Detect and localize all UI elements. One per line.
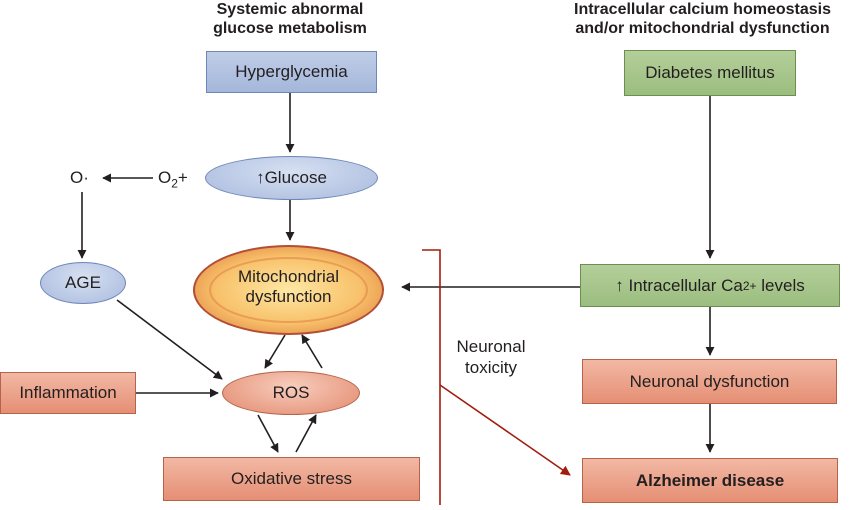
header-left-line1: Systemic abnormal (216, 1, 364, 18)
diabetes-mellitus-node: Diabetes mellitus (624, 50, 796, 96)
calcium-superscript: 2+ (742, 278, 757, 293)
age-node: AGE (40, 262, 126, 304)
inflammation-node: Inflammation (0, 372, 136, 414)
header-right-line2: and/or mitochondrial dysfunction (575, 20, 830, 37)
mitochondrial-dysfunction-node: Mitochondrial dysfunction (193, 245, 384, 335)
glucose-label: Glucose (264, 168, 327, 187)
calcium-prefix: Intracellular Ca (623, 275, 743, 295)
oxygen-plus: + (177, 168, 188, 187)
toxicity-line2: toxicity (465, 358, 517, 377)
header-calcium-homeostasis: Intracellular calcium homeostasis and/or… (540, 0, 865, 38)
arrow-mito-to-ros (264, 334, 286, 369)
oxygen-base: O (158, 168, 172, 187)
arrow-ros-to-oxidative (257, 414, 279, 453)
oxygen-radical-label: O· (70, 168, 89, 187)
header-right-line1: Intracellular calcium homeostasis (574, 1, 831, 18)
neuronal-dysfunction-node: Neuronal dysfunction (582, 359, 837, 404)
oxygen-plus-label: O2+ (158, 168, 188, 190)
hyperglycemia-node: Hyperglycemia (206, 51, 377, 93)
mitochondrial-dysfunction-label: Mitochondrial dysfunction (195, 267, 382, 307)
arrow-oxidative-to-ros (295, 414, 317, 453)
glucose-node: ↑Glucose (205, 156, 378, 200)
alzheimer-disease-node: Alzheimer disease (582, 458, 838, 503)
oxidative-stress-node: Oxidative stress (163, 457, 420, 501)
header-left-line2: glucose metabolism (213, 20, 367, 37)
mito-line1: Mitochondrial (237, 267, 340, 286)
toxicity-bracket (422, 249, 441, 505)
up-arrow-icon: ↑ (256, 168, 265, 187)
neuronal-toxicity-label: Neuronal toxicity (443, 336, 539, 378)
oxygen-subscript: 2 (171, 176, 178, 191)
arrow-ros-to-mito (301, 334, 323, 369)
ros-node: ROS (222, 371, 360, 415)
arrow-toxicity-to-alzheimer (439, 384, 571, 476)
calcium-suffix: levels (756, 275, 805, 295)
mitochondrion-cristae (209, 257, 368, 323)
mito-line2: dysfunction (245, 287, 332, 306)
header-glucose-metabolism: Systemic abnormal glucose metabolism (180, 0, 400, 38)
toxicity-line1: Neuronal (456, 337, 526, 356)
arrow-age-to-ros (116, 299, 223, 380)
up-arrow-icon: ↑ (615, 275, 624, 295)
